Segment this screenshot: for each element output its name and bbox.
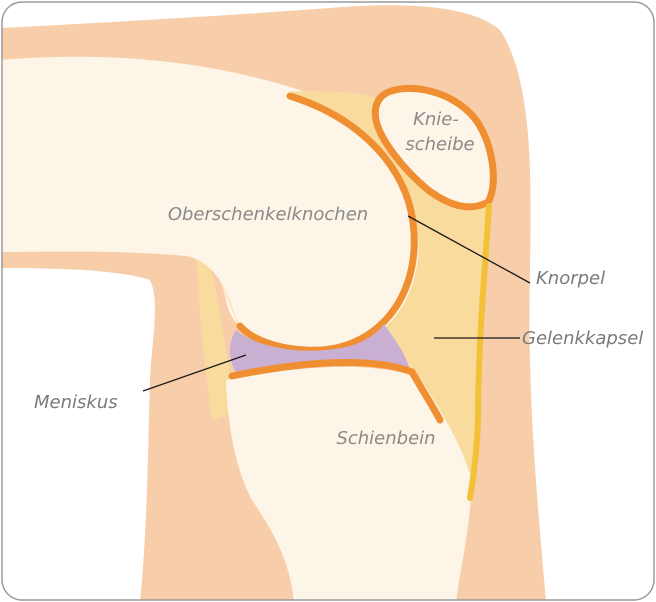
joint-capsule-label: Gelenkkapsel <box>522 328 643 349</box>
meniscus-label: Meniskus <box>34 392 118 413</box>
patella-label-line2: scheibe <box>405 134 474 155</box>
tibia-label: Schienbein <box>336 428 435 449</box>
cartilage-label: Knorpel <box>536 268 605 289</box>
femur-label: Oberschenkelknochen <box>168 204 368 225</box>
patella-label-line1: Knie- <box>413 109 459 130</box>
